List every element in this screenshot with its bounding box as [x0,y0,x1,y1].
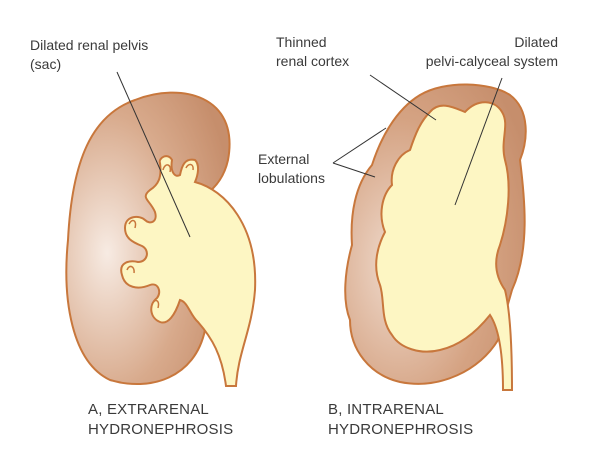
leader-lines [116,71,503,238]
caption-line: HYDRONEPHROSIS [328,421,474,438]
label-external-lobulations: External lobulations [258,150,325,188]
label-pelvicalyceal-system: Dilated pelvi-calyceal system [426,33,558,71]
leader-thinned-cortex [369,74,437,121]
kidney-a [65,91,257,387]
label-line: (sac) [30,56,62,72]
kidney-b-pelvis [375,101,514,391]
label-line: External [258,151,310,167]
leader-pelvicalyceal [454,77,503,206]
caption-a: A, EXTRARENAL HYDRONEPHROSIS [88,400,233,440]
kidney-a-pelvis [120,155,257,387]
label-line: Thinned [276,34,327,50]
label-dilated-renal-pelvis: Dilated renal pelvis (sac) [30,36,148,74]
caption-line: B, INTRARENAL [328,401,444,418]
label-line: Dilated [514,34,558,50]
leader-pelvis-sac [116,71,191,238]
caption-line: HYDRONEPHROSIS [88,421,234,438]
label-line: lobulations [258,170,325,186]
label-line: Dilated renal pelvis [30,37,149,53]
caption-line: A, EXTRARENAL [88,401,209,418]
label-line: pelvi-calyceal system [425,53,558,69]
kidney-b [344,83,527,391]
label-thinned-cortex: Thinned renal cortex [276,33,349,71]
label-line: renal cortex [276,53,350,69]
leader-lobulation-1 [332,127,387,164]
caption-b: B, INTRARENAL HYDRONEPHROSIS [328,400,473,440]
leader-lobulation-2 [332,162,376,178]
